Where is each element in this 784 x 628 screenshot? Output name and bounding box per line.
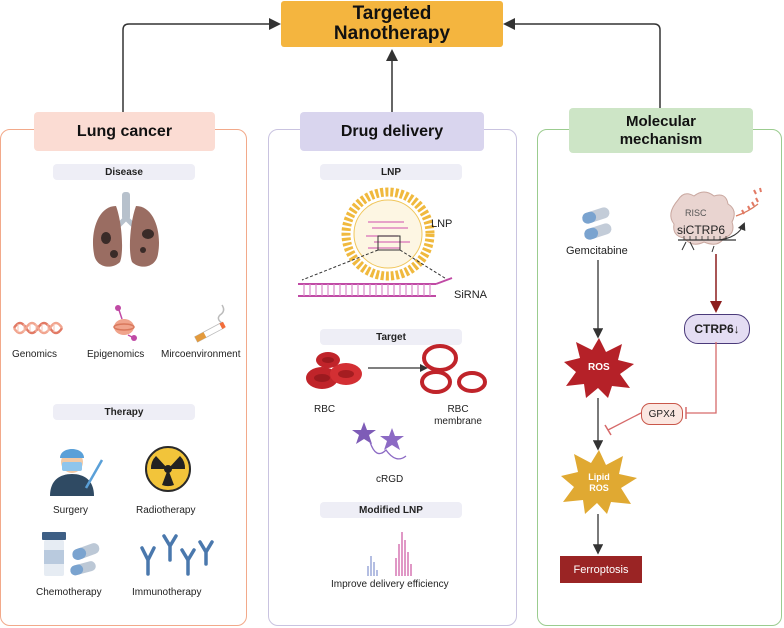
radiotherapy-label: Radiotherapy (136, 505, 196, 516)
arrow-risc-to-fragments (717, 222, 746, 241)
epigenomics-label: Epigenomics (87, 349, 145, 360)
target-section-label: Target (320, 329, 462, 345)
microenvironment-label: Mircoenvironment (161, 349, 241, 360)
lnp-label: LNP (431, 218, 453, 230)
gemcitabine-capsules-icon (582, 207, 612, 240)
molecular-header-line-1: Molecular (625, 112, 696, 130)
arrow-lung-to-title (122, 18, 281, 112)
nucleosome-icon (113, 305, 137, 341)
ros-burst-icon (564, 338, 634, 398)
radiation-icon (145, 446, 191, 492)
title-line-1: Targeted (352, 3, 432, 24)
drug-delivery-header: Drug delivery (300, 112, 484, 151)
rbc-membrane-label: RBC membrane (428, 404, 488, 428)
lipid-ros-line-2: ROS (589, 483, 609, 493)
sirna-label: SiRNA (454, 289, 488, 301)
lung-cancer-header: Lung cancer (34, 112, 215, 151)
genomics-label: Genomics (12, 349, 58, 360)
inhibit-gpx4-to-lipid (607, 412, 642, 431)
modified-lnp-section-label: Modified LNP (320, 502, 462, 518)
sictrp6-label: siCTRP6 (677, 223, 726, 237)
rbc-to-membrane-arrow (368, 364, 428, 372)
gemcitabine-label: Gemcitabine (566, 245, 628, 257)
rbc-membrane-line-2: membrane (434, 416, 482, 427)
delivery-bars-icon (367, 532, 412, 576)
cleaved-rna-icon (735, 187, 762, 217)
risc-label: RISC (685, 208, 707, 218)
molecular-mechanism-header: Molecular mechanism (569, 108, 753, 153)
surgeon-icon (50, 449, 104, 496)
dna-icon (12, 321, 64, 335)
lnp-particle-icon (341, 187, 435, 281)
disease-label: Disease (53, 164, 195, 180)
ros-label: ROS (588, 362, 610, 373)
arrow-mol-to-title (503, 18, 661, 108)
chemotherapy-label: Chemotherapy (36, 587, 102, 598)
rbc-membrane-line-1: RBC (447, 404, 469, 415)
gpx4-box: GPX4 (641, 403, 683, 425)
title-line-2: Nanotherapy (333, 23, 451, 44)
crgd-label: cRGD (376, 474, 404, 485)
surgery-label: Surgery (53, 505, 89, 516)
lipid-ros-label: Lipid ROS (581, 472, 617, 494)
antibodies-icon (140, 534, 214, 576)
cigarette-icon (194, 304, 226, 343)
rbc-membrane-icon (420, 344, 487, 394)
immunotherapy-label: Immunotherapy (132, 587, 202, 598)
molecular-header-line-2: mechanism (619, 130, 703, 148)
sirna-strand-icon (298, 249, 453, 297)
risc-complex-icon (670, 191, 736, 253)
title-box: Targeted Nanotherapy (281, 1, 503, 47)
lungs-icon (92, 192, 160, 267)
lipid-ros-line-1: Lipid (588, 472, 610, 482)
inhibit-ctrp6-to-gpx4 (686, 342, 717, 414)
improve-delivery-label: Improve delivery efficiency (331, 579, 449, 590)
rbc-label: RBC (314, 404, 336, 415)
therapy-label: Therapy (53, 404, 195, 420)
rbc-icon (306, 352, 362, 389)
lipid-ros-burst-icon (561, 450, 637, 514)
lnp-section-label: LNP (320, 164, 462, 180)
ctrp6-box: CTRP6↓ (684, 314, 750, 344)
crgd-icon (352, 422, 407, 460)
ferroptosis-box: Ferroptosis (560, 556, 642, 583)
pills-bottle-icon (42, 532, 100, 576)
